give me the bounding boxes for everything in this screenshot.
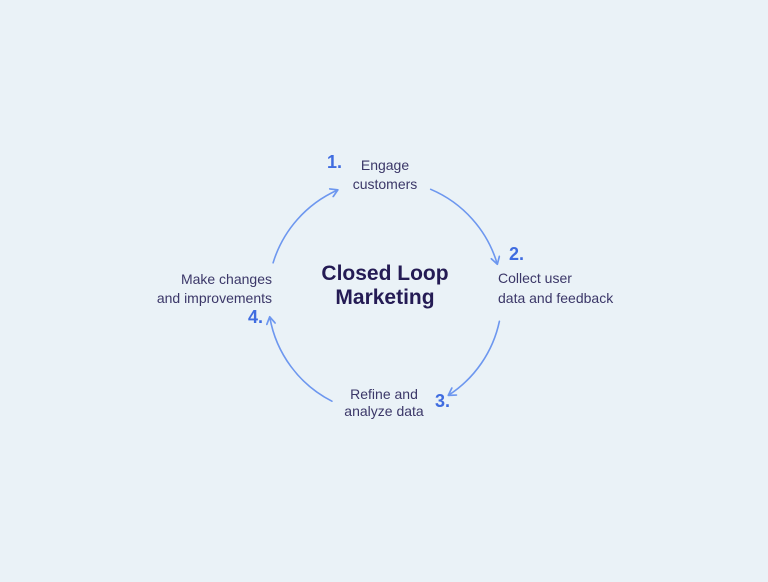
step-2-label: Collect user data and feedback <box>498 268 658 308</box>
step-1-label: Engage customers <box>335 156 435 194</box>
diagram-title-line-1: Closed Loop <box>321 262 449 285</box>
step-2-label-line-1: Collect user <box>498 270 572 286</box>
arc-step3-to-step4 <box>270 317 333 402</box>
step-3-label-line-2: analyze data <box>344 403 424 419</box>
step-4-label-line-1: Make changes <box>180 271 272 287</box>
step-1-label-line-1: Engage <box>360 157 410 173</box>
step-3-number: 3. <box>435 391 451 411</box>
step-4-label: Make changes and improvements <box>122 270 272 308</box>
step-1-label-line-2: customers <box>352 176 418 192</box>
step-1-number: 1. <box>327 152 343 172</box>
step-4-label-line-2: and improvements <box>156 290 272 306</box>
arc-step1-to-step2 <box>429 188 498 263</box>
step-3-label: Refine and analyze data <box>334 386 434 420</box>
diagram-title: Closed Loop Marketing <box>285 262 485 310</box>
arc-step2-to-step3 <box>449 320 501 395</box>
step-3-label-line-1: Refine and <box>350 386 418 402</box>
arc-step4-to-step1 <box>272 190 337 264</box>
step-4-number: 4. <box>248 307 264 327</box>
step-2-label-line-2: data and feedback <box>498 290 614 306</box>
step-2-number: 2. <box>509 244 525 264</box>
diagram-title-line-2: Marketing <box>335 286 435 309</box>
